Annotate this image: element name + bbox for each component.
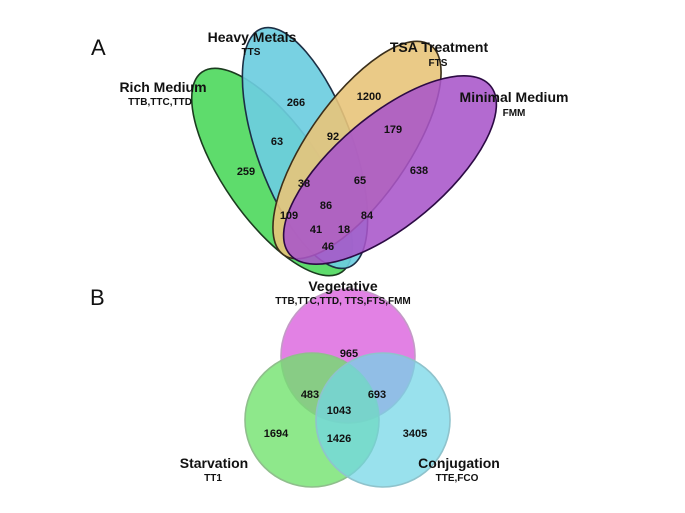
minimal-medium-ellipse	[282, 75, 498, 265]
count-rich-heavy-tsa: 38	[298, 178, 310, 190]
tsa-treatment-samples: FTS	[429, 58, 448, 69]
panel-a-letter: A	[91, 35, 106, 60]
tsa-treatment-label: TSA Treatment	[390, 39, 489, 55]
count-rich-heavy: 63	[271, 136, 283, 148]
count-vegetative-only: 965	[340, 348, 358, 360]
panel-a: A Rich Medium TTB,TTC,TTD Heavy Metals T…	[91, 26, 569, 277]
starvation-label: Starvation	[180, 455, 248, 471]
count-rich-tsa-minimal: 41	[310, 224, 322, 236]
count-minimal-only: 638	[410, 165, 428, 177]
count-veg-conj: 693	[368, 389, 386, 401]
conjugation-samples: TTE,FCO	[436, 473, 479, 484]
count-rich-heavy-minimal: 18	[338, 224, 350, 236]
count-rich-only: 259	[237, 166, 255, 178]
panel-b: B Vegetative TTB,TTC,TTD, TTS,FTS,FMM St…	[90, 278, 500, 488]
minimal-medium-samples: FMM	[503, 108, 526, 119]
count-veg-starv: 483	[301, 389, 319, 401]
count-rich-tsa: 109	[280, 210, 298, 222]
starvation-samples: TT1	[204, 473, 222, 484]
conjugation-label: Conjugation	[418, 455, 500, 471]
count-heavy-tsa: 92	[327, 131, 339, 143]
heavy-metals-label: Heavy Metals	[208, 29, 297, 45]
minimal-medium-label: Minimal Medium	[460, 89, 569, 105]
count-heavy-only: 266	[287, 97, 305, 109]
heavy-metals-samples: TTS	[242, 47, 261, 58]
conjugation-circle	[315, 352, 451, 488]
count-heavy-tsa-minimal: 65	[354, 175, 366, 187]
rich-medium-label: Rich Medium	[119, 79, 206, 95]
vegetative-label: Vegetative	[308, 278, 377, 294]
vegetative-samples: TTB,TTC,TTD, TTS,FTS,FMM	[275, 296, 411, 307]
count-all-four: 86	[320, 200, 332, 212]
rich-medium-samples: TTB,TTC,TTD	[128, 97, 192, 108]
count-heavy-minimal: 84	[361, 210, 374, 222]
count-all-three: 1043	[327, 405, 351, 417]
count-rich-minimal: 46	[322, 241, 334, 253]
panel-b-letter: B	[90, 285, 105, 310]
count-tsa-minimal: 179	[384, 124, 402, 136]
count-starvation-only: 1694	[264, 428, 289, 440]
count-conjugation-only: 3405	[403, 428, 427, 440]
count-tsa-only: 1200	[357, 91, 381, 103]
count-starv-conj: 1426	[327, 433, 351, 445]
